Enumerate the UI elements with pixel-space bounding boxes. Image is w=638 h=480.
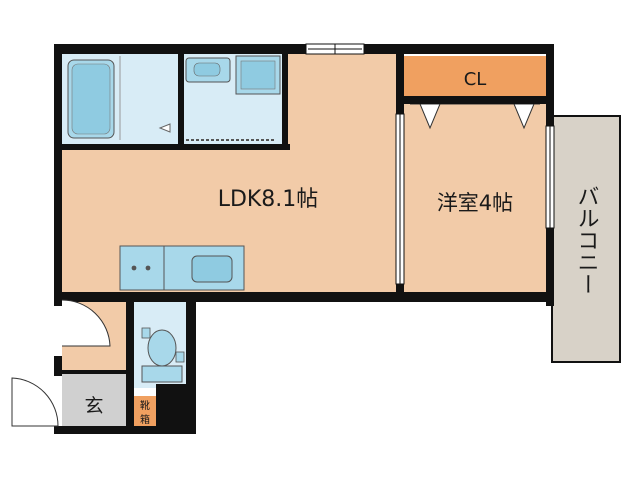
hall-door-swing	[61, 299, 111, 347]
western-room-label: 洋室4帖	[437, 191, 513, 215]
toilet-bowl	[147, 329, 177, 367]
closet-floor	[402, 56, 548, 98]
entrance-door-swing	[11, 377, 59, 427]
stove-burner-icon	[131, 265, 137, 271]
kitchen-sink	[191, 255, 233, 283]
washing-machine-inner	[240, 60, 276, 90]
toilet-tank	[141, 365, 183, 383]
stove-burner-icon	[145, 265, 151, 271]
entrance-door-gap	[54, 376, 62, 426]
entrance-floor	[60, 372, 130, 428]
entrance-label: 玄	[84, 395, 103, 417]
washbasin-bowl	[193, 62, 221, 77]
bathtub-inner	[71, 63, 111, 135]
western-room-floor	[396, 100, 549, 296]
shoe-box-label-top: 靴	[140, 399, 150, 412]
balcony-label: バルコニー	[574, 185, 599, 295]
ldk-label: LDK8.1帖	[218, 187, 319, 212]
shoe-box	[134, 396, 156, 428]
closet-label: CL	[464, 69, 487, 90]
bath-door-mark	[158, 123, 171, 133]
toilet-paper	[175, 351, 185, 363]
shoe-box-label-bottom: 箱	[140, 413, 150, 426]
toilet-wall-fixture	[141, 327, 151, 339]
hall-door-gap	[54, 306, 62, 356]
